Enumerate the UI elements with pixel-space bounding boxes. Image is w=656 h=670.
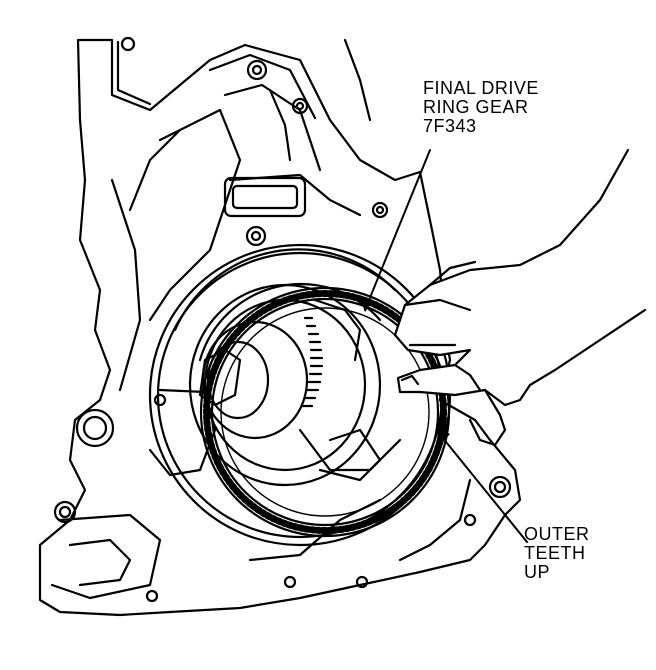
ring-gear-inner [210, 297, 440, 527]
hand [393, 148, 647, 407]
leader-outer-teeth [437, 431, 528, 543]
outer-teeth-up-label: OUTER TEETH UP [524, 525, 590, 582]
label-line: UP [524, 562, 551, 582]
final-drive-ring-gear-label: FINAL DRIVE RING GEAR 7F343 [423, 79, 539, 136]
part-number: 7F343 [423, 116, 477, 136]
label-line: RING GEAR [423, 97, 529, 117]
label-line: TEETH [524, 543, 586, 563]
label-line: FINAL DRIVE [423, 78, 539, 98]
ring-gear-teeth [203, 290, 447, 534]
leader-final-drive [364, 149, 431, 311]
ring-gear-outer [199, 286, 451, 538]
case-outline [38, 38, 522, 617]
label-line: OUTER [524, 524, 590, 544]
